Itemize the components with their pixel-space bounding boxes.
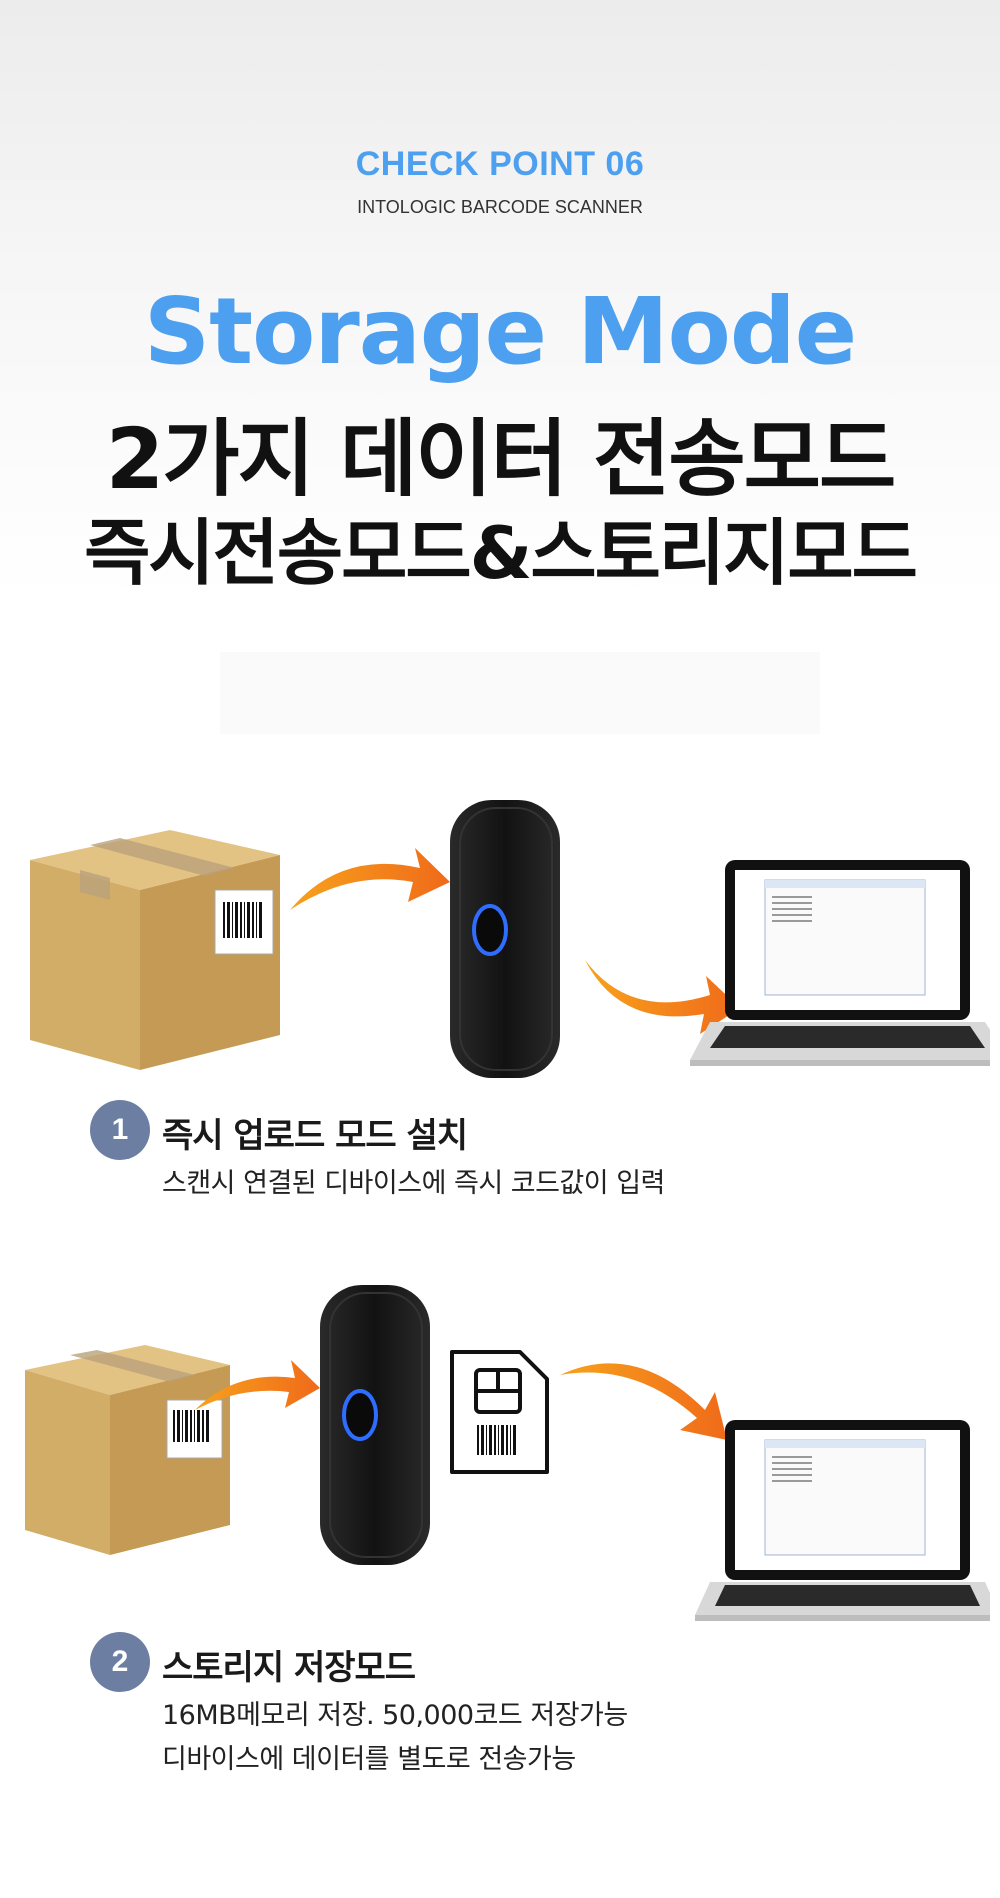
product-subtitle: INTOLOGIC BARCODE SCANNER (357, 197, 643, 217)
laptop-icon (695, 1420, 990, 1621)
sim-card-icon (450, 1350, 549, 1474)
step-description-line: 스캔시 연결된 디바이스에 즉시 코드값이 입력 (162, 1168, 665, 1199)
step-description: 16MB메모리 저장. 50,000코드 저장가능 디바이스에 데이터를 별도로… (162, 1694, 628, 1782)
step-description-line: 디바이스에 데이터를 별도로 전송가능 (162, 1744, 576, 1775)
title-korean-line1: 2가지 데이터 전송모드 (105, 410, 896, 508)
barcode-icon (214, 889, 274, 955)
checkpoint-label: CHECK POINT 06 (355, 145, 645, 183)
barcode-icon (166, 1399, 223, 1459)
title-korean-line2: 즉시전송모드&스토리지모드 (84, 511, 918, 595)
hero-background (0, 0, 1000, 600)
box-icon (25, 1345, 230, 1555)
step-description: 스캔시 연결된 디바이스에 즉시 코드값이 입력 (162, 1162, 665, 1206)
laptop-icon (690, 860, 990, 1066)
arrow-icon (560, 1363, 727, 1440)
step-title: 스토리지 저장모드 (162, 1648, 416, 1688)
scanner-icon (320, 1285, 430, 1565)
step-number-badge: 1 (90, 1100, 150, 1160)
storage-mode-illustration (25, 1285, 990, 1621)
faint-banner (220, 652, 820, 734)
title-english: Storage Mode (143, 278, 857, 385)
scanner-icon (450, 800, 560, 1078)
box-icon (30, 830, 280, 1070)
arrow-icon (195, 1360, 320, 1410)
step-number-badge: 2 (90, 1632, 150, 1692)
instant-mode-illustration (30, 800, 990, 1078)
arrow-icon (290, 848, 450, 910)
step-title: 즉시 업로드 모드 설치 (162, 1116, 468, 1156)
step-description-line: 16MB메모리 저장. 50,000코드 저장가능 (162, 1700, 628, 1731)
arrow-icon (585, 960, 740, 1034)
